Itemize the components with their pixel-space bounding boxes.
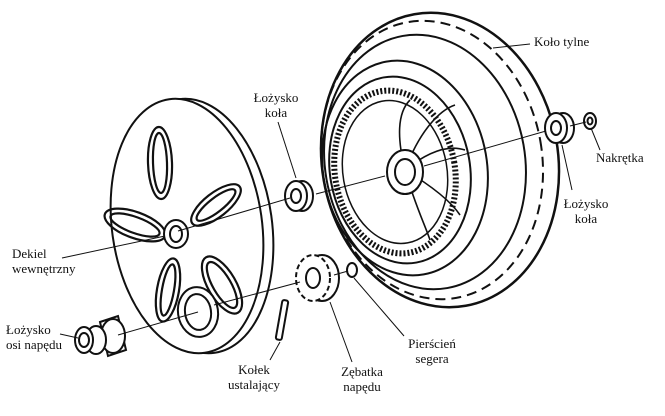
label-rear-wheel-text: Koło tylne <box>534 34 590 49</box>
label-wheel-bearing-top-line2: koła <box>264 105 288 120</box>
label-inner-cover: Dekiel wewnętrzny <box>12 246 76 276</box>
label-drive-gear: Zębatka napędu <box>330 364 394 394</box>
assembly-axis-lines <box>117 121 587 336</box>
label-nut-text: Nakrętka <box>596 150 644 165</box>
label-drive-gear-line2: napędu <box>343 379 381 394</box>
nut <box>583 112 597 130</box>
label-inner-cover-line1: Dekiel <box>12 246 47 261</box>
label-wheel-bearing-right-line2: koła <box>574 211 598 226</box>
label-locating-pin-line1: Kołek <box>238 362 270 377</box>
label-axle-bearing: Łożysko osi napędu <box>6 322 62 352</box>
drive-gear <box>295 254 340 302</box>
label-rear-wheel: Koło tylne <box>534 34 589 49</box>
label-locating-pin: Kołek ustalający <box>218 362 290 392</box>
label-wheel-bearing-right-line1: Łożysko <box>563 196 609 211</box>
label-wheel-bearing-top-line1: Łożysko <box>253 90 299 105</box>
wheel-bearing-right <box>544 112 575 144</box>
label-wheel-bearing-top: Łożysko koła <box>246 90 306 120</box>
inner-cover <box>103 97 275 355</box>
label-nut: Nakrętka <box>596 150 644 165</box>
circlip <box>346 262 358 278</box>
label-drive-gear-line1: Zębatka <box>341 364 383 379</box>
label-circlip-line1: Pierścień <box>408 336 456 351</box>
label-inner-cover-line2: wewnętrzny <box>12 261 76 276</box>
label-locating-pin-line2: ustalający <box>228 377 280 392</box>
label-wheel-bearing-right: Łożysko koła <box>556 196 616 226</box>
leader-lines <box>59 43 601 363</box>
label-axle-bearing-line2: osi napędu <box>6 337 62 352</box>
label-circlip: Pierścień segera <box>396 336 468 366</box>
wheel-bearing-left <box>284 180 314 212</box>
label-axle-bearing-line1: Łożysko <box>6 322 51 337</box>
locating-pin <box>274 299 290 341</box>
label-circlip-line2: segera <box>415 351 449 366</box>
axle-bearing <box>74 314 128 358</box>
